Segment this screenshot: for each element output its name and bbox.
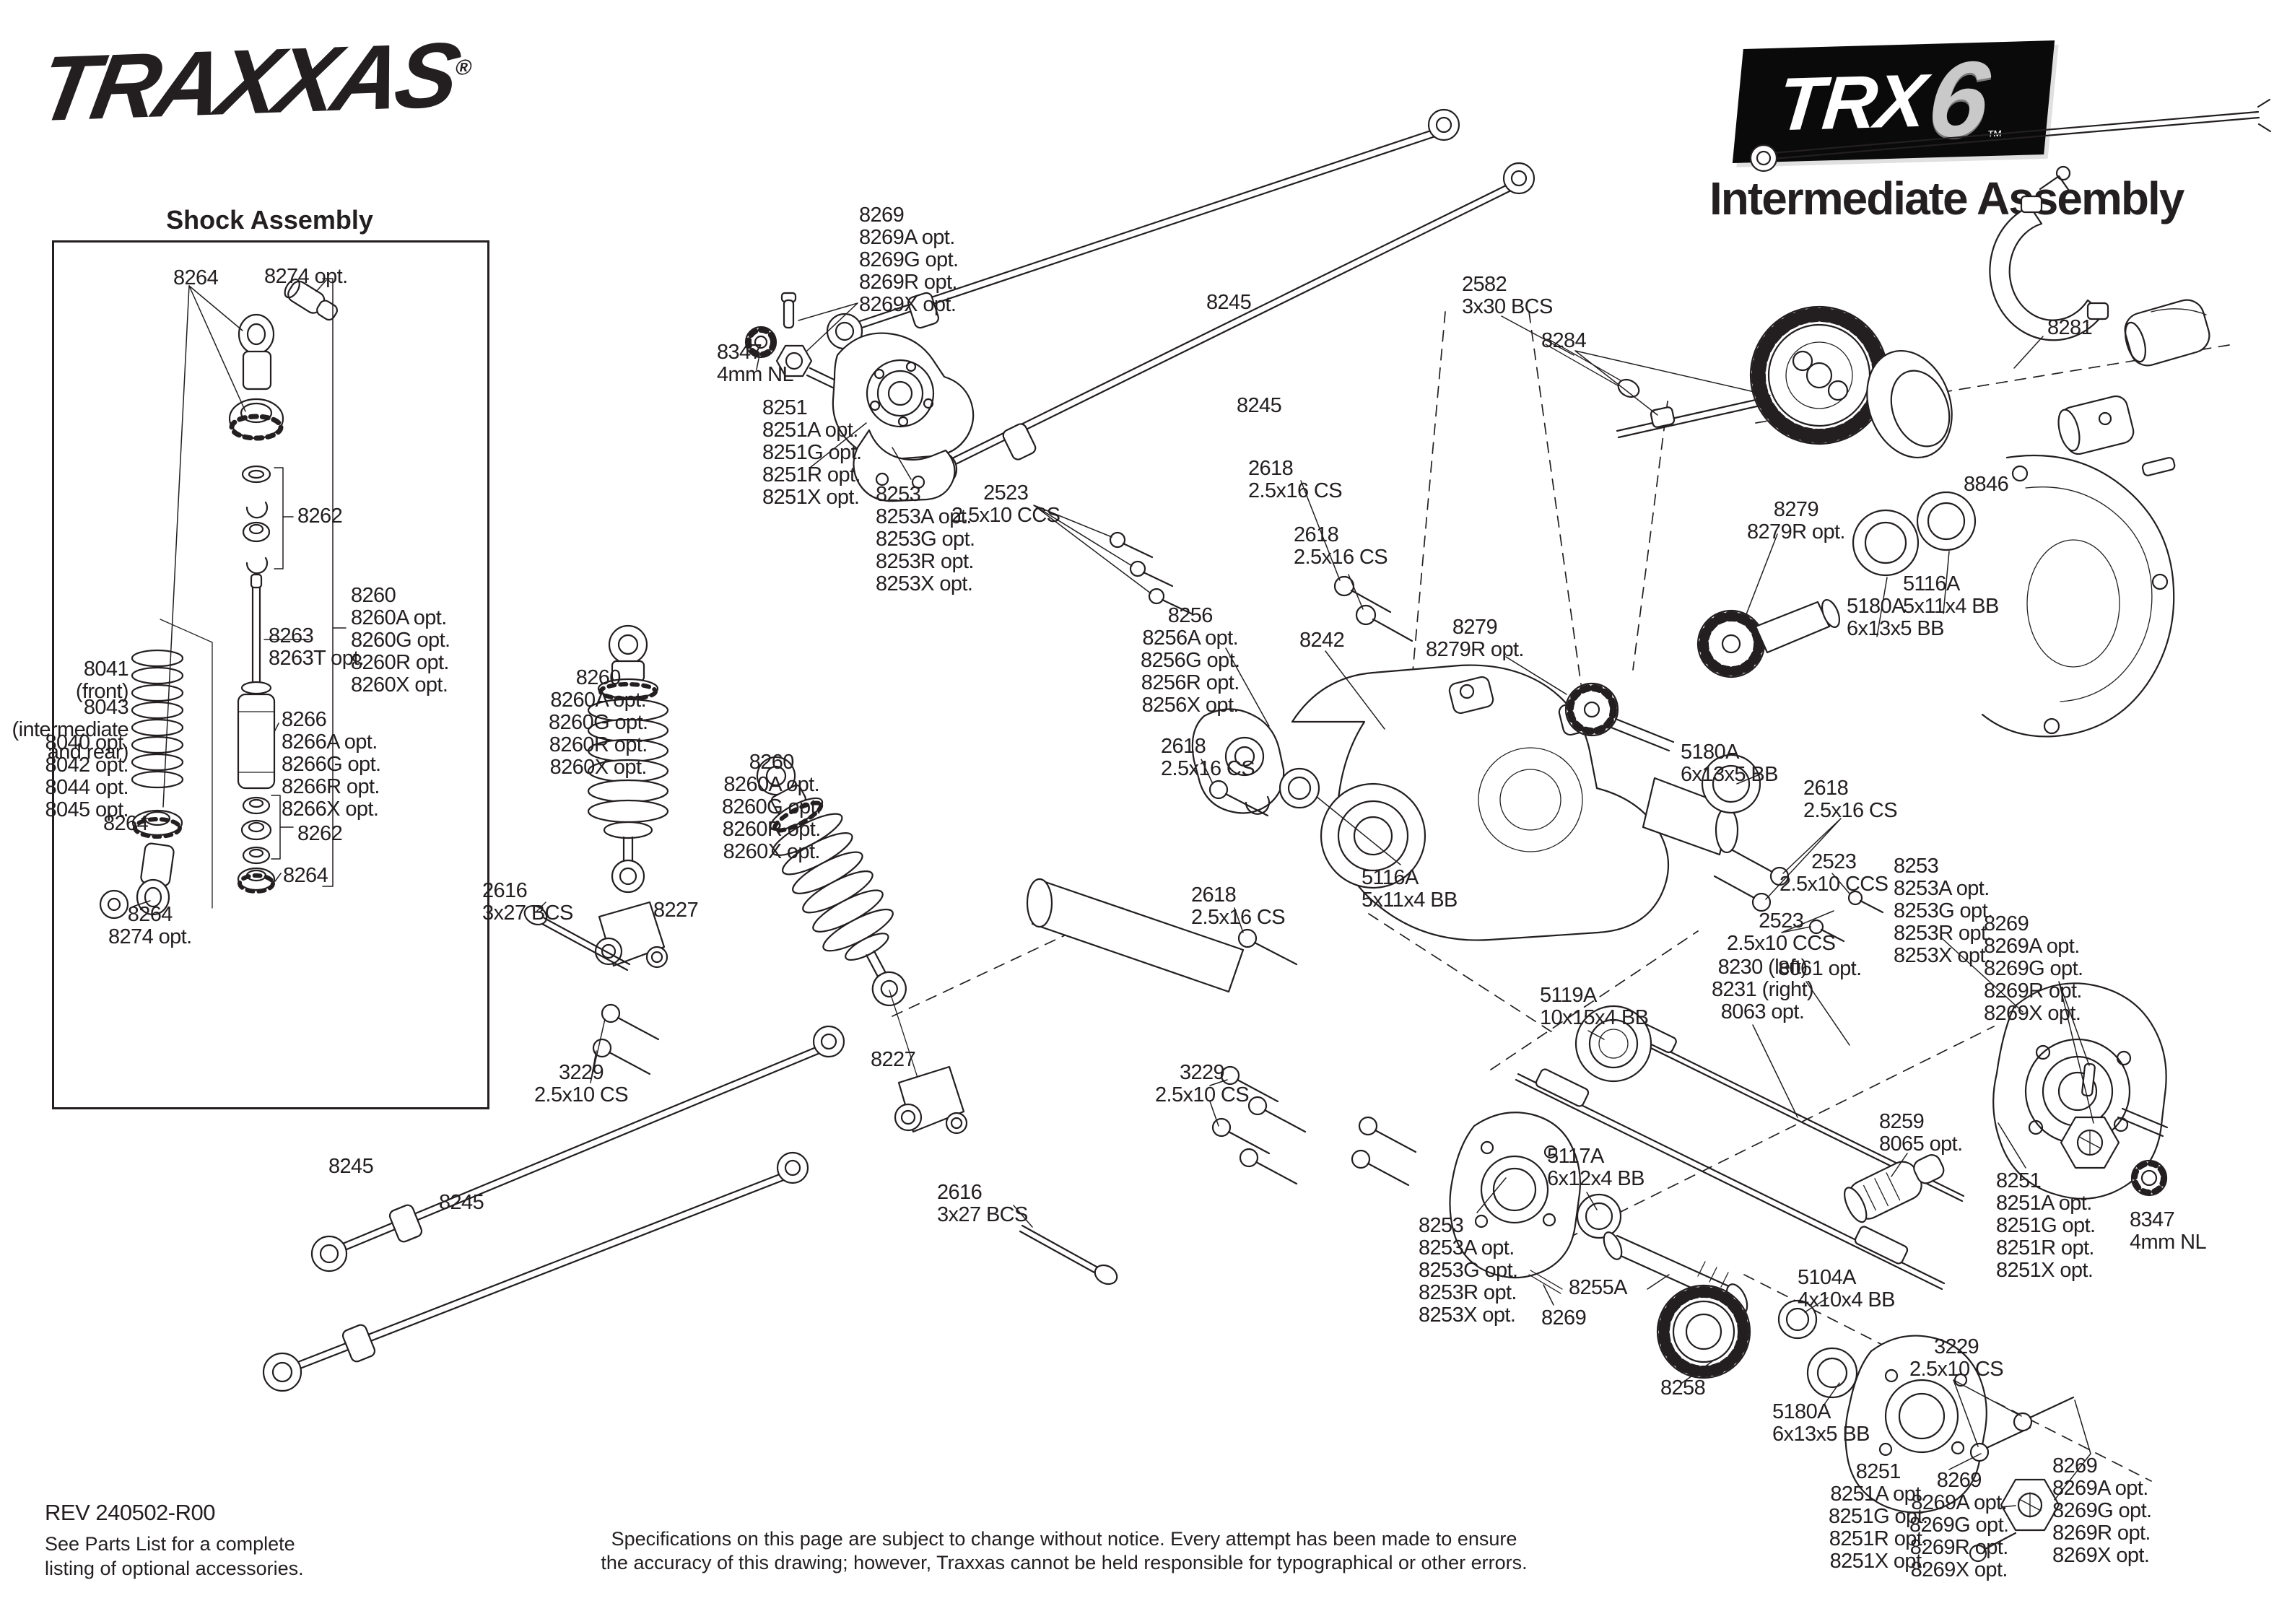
driveshafts	[1515, 1005, 1965, 1291]
part-callout: 8264 8274 opt.	[108, 903, 192, 948]
page-title: Intermediate Assembly	[1709, 173, 2184, 224]
part-callout: 8260 8260A opt. 8260G opt. 8260R opt. 82…	[549, 666, 648, 779]
shock-absorber-1	[587, 624, 669, 894]
part-callout: 8253 8253A opt. 8253G opt. 8253R opt. 82…	[876, 483, 975, 595]
inset-border	[52, 240, 489, 1109]
shock-absorber-2	[756, 756, 907, 1007]
part-callout: 8260 8260A opt. 8260G opt. 8260R opt. 82…	[722, 751, 822, 863]
part-callout: 8269 8269A opt. 8269G opt. 8269R opt. 82…	[1984, 912, 2083, 1025]
shock-mount-2	[889, 990, 1417, 1285]
part-callout: 8269 8269A opt. 8269G opt. 8269R opt. 82…	[859, 204, 959, 316]
part-callout: 8846	[1964, 473, 2009, 496]
part-callout: 8242	[1299, 629, 1345, 652]
part-callout: 8061 opt.	[1778, 957, 1862, 980]
part-callout: 8264	[173, 266, 219, 289]
part-callout: 8040 opt. 8042 opt. 8044 opt. 8045 opt.	[45, 731, 128, 821]
part-callout: 8251 8251A opt. 8251G opt. 8251R opt. 82…	[1829, 1460, 1928, 1573]
inset-title: Shock Assembly	[166, 205, 373, 235]
part-callout: 2523 2.5x10 CCS	[1779, 850, 1889, 896]
shock-mount-1	[523, 901, 668, 1075]
part-callout: 8262	[297, 822, 343, 845]
part-callout: 8253 8253A opt. 8253G opt. 8253R opt. 82…	[1419, 1214, 1518, 1327]
parts-list-note: See Parts List for a complete listing of…	[45, 1533, 304, 1579]
part-callout: 8230 (left) 8231 (right) 8063 opt.	[1712, 956, 1814, 1023]
part-callout: 2618 2.5x16 CS	[1191, 883, 1286, 929]
part-callout: 8284	[1541, 329, 1587, 352]
inset-shock-drawing	[99, 278, 347, 920]
part-callout: 5180A 6x13x5 BB	[1847, 595, 1944, 640]
disclaimer-line-2: the accuracy of this drawing; however, T…	[601, 1552, 1528, 1573]
axle-housing	[1026, 575, 1884, 993]
part-callout: 8347 4mm NL	[717, 341, 794, 386]
part-callout: 8269 8269A opt. 8269G opt. 8269R opt. 82…	[2052, 1454, 2152, 1567]
part-callout: 2523 2.5x10 CCS	[951, 481, 1060, 527]
part-callout: 2618 2.5x16 CS	[1294, 523, 1388, 569]
part-callout: 2618 2.5x16 CS	[1161, 735, 1255, 780]
part-callout: 5104A 4x10x4 BB	[1798, 1266, 1895, 1311]
part-callout: 3229 2.5x10 CS	[1909, 1335, 2004, 1381]
part-callout: 8245	[328, 1155, 374, 1178]
part-callout: 8227	[871, 1048, 916, 1071]
part-callout: 2523 2.5x10 CCS	[1727, 909, 1836, 955]
disclaimer-text: Specifications on this page are subject …	[559, 1527, 1569, 1575]
part-callout: 5116A 5x11x4 BB	[1362, 866, 1458, 912]
part-callout: 8256 8256A opt. 8256G opt. 8256R opt. 82…	[1141, 604, 1240, 717]
part-callout: 8251 8251A opt. 8251G opt. 8251R opt. 82…	[762, 396, 862, 509]
part-callout: 8264	[283, 864, 328, 887]
part-callout: 8269	[1541, 1306, 1587, 1330]
differential	[1545, 165, 2210, 738]
part-callout: 5180A 6x13x5 BB	[1772, 1400, 1870, 1446]
part-callout: 2618 2.5x16 CS	[1248, 457, 1343, 502]
part-callout: 8251 8251A opt. 8251G opt. 8251R opt. 82…	[1996, 1169, 2096, 1282]
part-callout: 5117A 6x12x4 BB	[1547, 1145, 1644, 1190]
part-callout: 2616 3x27 BCS	[482, 879, 573, 925]
part-callout: 8245	[1206, 291, 1252, 314]
portal-drive-top	[744, 292, 1193, 615]
part-callout: 8255A	[1569, 1276, 1627, 1299]
part-callout: 8279 8279R opt.	[1747, 498, 1845, 543]
part-callout: 8258	[1660, 1376, 1706, 1400]
disclaimer-line-1: Specifications on this page are subject …	[611, 1528, 1517, 1550]
part-callout: 8347 4mm NL	[2130, 1208, 2207, 1254]
part-callout: 8262	[297, 505, 343, 528]
part-callout: 8245	[1237, 394, 1282, 417]
revision-label: REV 240502-R00	[45, 1500, 216, 1525]
part-callout: 5180A 6x13x5 BB	[1681, 741, 1778, 786]
part-callout: 2618 2.5x16 CS	[1803, 777, 1898, 822]
part-callout: 8274 opt.	[264, 265, 348, 288]
part-callout: 5116A 5x11x4 BB	[1903, 572, 1999, 618]
part-callout: 8227	[653, 899, 699, 922]
part-callout: 8260 8260A opt. 8260G opt. 8260R opt. 82…	[351, 584, 450, 697]
part-callout: 8041 (front)	[75, 658, 129, 703]
portal-drive-right	[1992, 982, 2169, 1200]
part-callout: 8264	[103, 812, 149, 835]
part-callout: 2582 3x30 BCS	[1462, 273, 1553, 318]
part-callout: 8269 8269A opt. 8269G opt. 8269R opt. 82…	[1909, 1469, 2009, 1581]
part-callout: 2616 3x27 BCS	[937, 1181, 1028, 1226]
part-callout: 8263 8263T opt.	[269, 624, 365, 670]
part-callout: 8279 8279R opt.	[1426, 616, 1524, 661]
part-callout: 8266 8266A opt. 8266G opt. 8266R opt. 82…	[282, 708, 381, 821]
part-callout: 5119A 10x15x4 BB	[1540, 984, 1649, 1029]
leader-lines	[536, 302, 2094, 1508]
part-callout: 3229 2.5x10 CS	[534, 1061, 629, 1106]
part-callout: 8259 8065 opt.	[1879, 1110, 1963, 1156]
part-callout: 8043 (intermediate and rear)	[12, 696, 129, 764]
part-callout: 8253 8253A opt. 8253G opt. 8253R opt. 82…	[1894, 855, 1993, 967]
part-callout: 3229 2.5x10 CS	[1155, 1061, 1250, 1106]
part-callout: 8245	[439, 1191, 484, 1214]
part-callout: 8281	[2047, 316, 2093, 339]
